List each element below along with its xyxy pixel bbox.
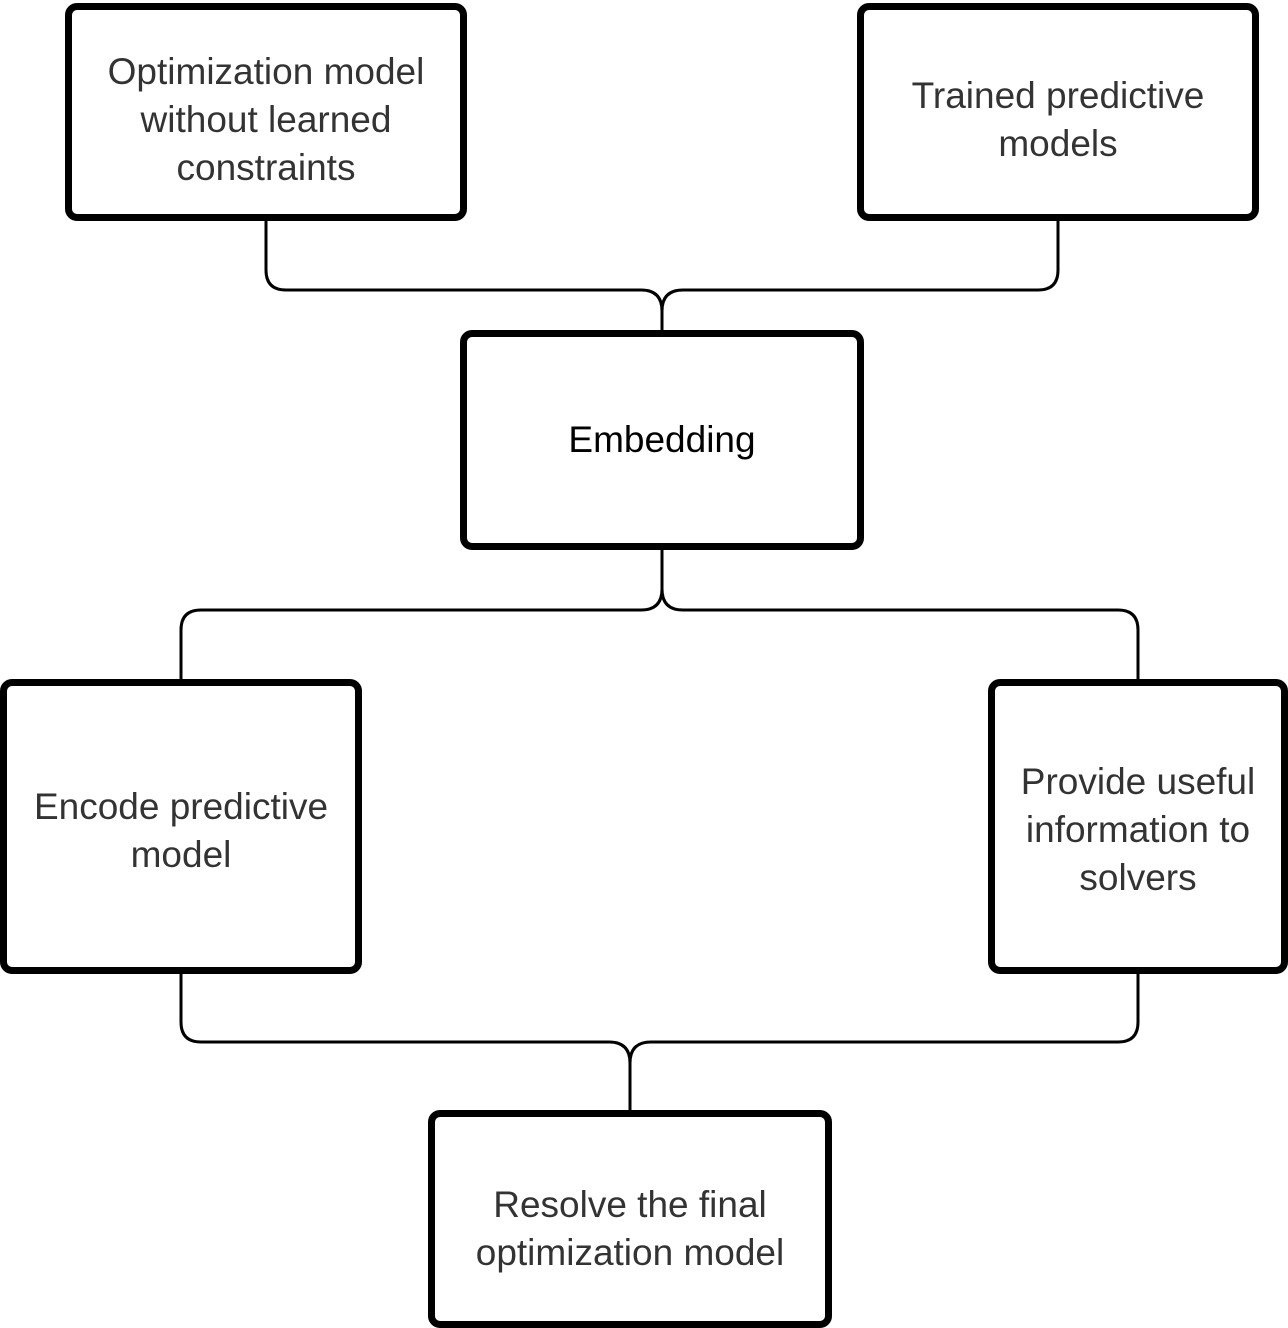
node-trained-predictive-models: Trained predictive models	[857, 3, 1259, 221]
node-embedding: Embedding	[460, 330, 864, 550]
edge-embed-to-encode	[179, 550, 664, 679]
edge-encode-to-resolve	[179, 974, 632, 1110]
node-optimization-model-label: Optimization model without learned const…	[107, 51, 425, 188]
node-optimization-model: Optimization model without learned const…	[65, 3, 467, 221]
node-encode-predictive-model: Encode predictive model	[0, 679, 362, 974]
node-resolve-final-model-label: Resolve the final optimization model	[475, 1184, 785, 1273]
node-embedding-label: Embedding	[568, 419, 756, 460]
edge-provide-to-resolve	[628, 974, 1140, 1064]
node-provide-useful-information: Provide useful information to solvers	[988, 679, 1288, 974]
node-encode-predictive-model-label: Encode predictive model	[33, 786, 329, 875]
node-trained-predictive-models-label: Trained predictive models	[911, 75, 1205, 164]
edge-pred-to-embed	[660, 221, 1060, 312]
edge-opt-to-embed	[264, 221, 664, 330]
node-resolve-final-model: Resolve the final optimization model	[428, 1110, 832, 1328]
edge-embed-to-provide	[660, 588, 1140, 679]
node-provide-useful-information-label: Provide useful information to solvers	[1020, 761, 1256, 898]
